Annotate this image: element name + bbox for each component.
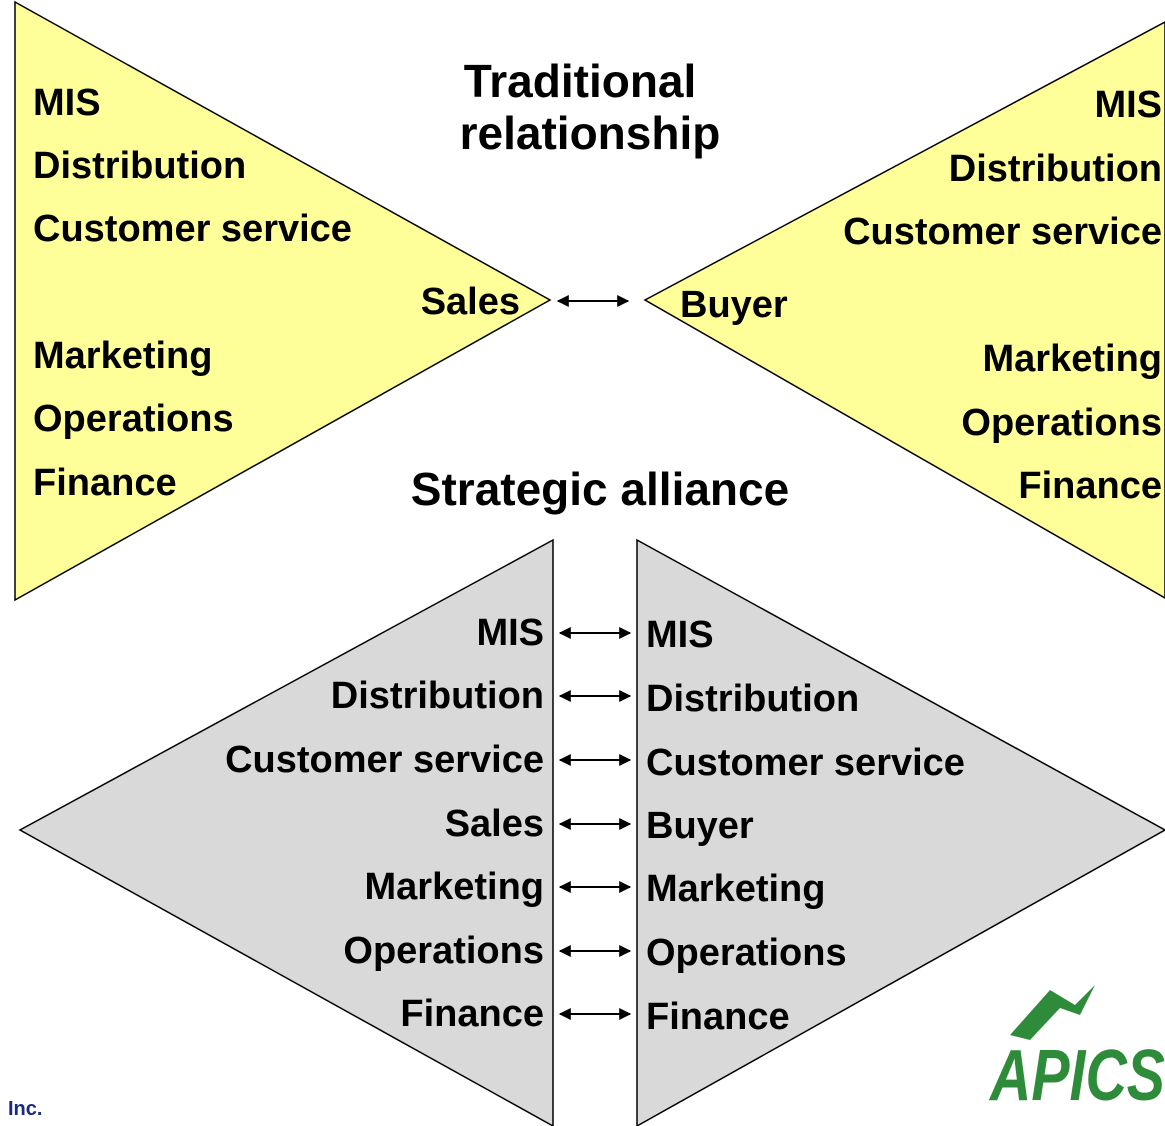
trad-supplier-finance: Finance xyxy=(33,462,177,504)
trad-supplier-customer-service: Customer service xyxy=(33,208,352,250)
trad-supplier-mis: MIS xyxy=(33,82,101,124)
trad-customer-mis: MIS xyxy=(1094,84,1162,126)
apics-logo: APICS xyxy=(988,985,1165,1116)
apics-logo-text: APICS xyxy=(988,1036,1165,1116)
customer-traditional-triangle xyxy=(643,21,1165,599)
trad-supplier-distribution: Distribution xyxy=(33,145,247,187)
alliance-customer-item: Finance xyxy=(646,996,790,1038)
alliance-supplier-item: Distribution xyxy=(330,675,544,717)
alliance-supplier-item: Customer service xyxy=(225,739,544,781)
alliance-customer-item: MIS xyxy=(646,614,714,656)
trad-customer-operations: Operations xyxy=(961,402,1162,444)
supplier-traditional-triangle xyxy=(14,0,552,602)
trad-supplier-operations: Operations xyxy=(33,398,234,440)
alliance-customer-item: Operations xyxy=(646,932,847,974)
trad-customer-distribution: Distribution xyxy=(948,148,1162,190)
supplier-alliance-triangle xyxy=(18,538,554,1126)
trad-customer-buyer: Buyer xyxy=(680,284,788,326)
customer-alliance-triangle xyxy=(636,538,1165,1126)
alliance-title: Strategic alliance xyxy=(410,463,790,515)
trad-customer-finance: Finance xyxy=(1018,465,1162,507)
traditional-title-line1: Traditional xyxy=(463,55,697,107)
alliance-customer-item: Customer service xyxy=(646,742,965,784)
alliance-supplier-item: Finance xyxy=(400,993,544,1035)
footer-inc-text: Inc. xyxy=(8,1098,43,1120)
trad-customer-marketing: Marketing xyxy=(982,338,1162,380)
apics-logo-swoosh xyxy=(1010,985,1095,1040)
alliance-supplier-item: MIS xyxy=(476,612,544,654)
alliance-supplier-item: Operations xyxy=(343,930,544,972)
alliance-supplier-item: Sales xyxy=(444,803,544,845)
alliance-supplier-item: Marketing xyxy=(364,866,544,908)
alliance-customer-item: Distribution xyxy=(646,678,860,720)
alliance-customer-item: Marketing xyxy=(646,868,826,910)
trad-customer-customer-service: Customer service xyxy=(843,211,1162,253)
alliance-customer-item: Buyer xyxy=(646,805,754,847)
trad-supplier-sales: Sales xyxy=(420,281,520,323)
trad-supplier-marketing: Marketing xyxy=(33,335,213,377)
traditional-title-line2: relationship xyxy=(459,107,721,159)
